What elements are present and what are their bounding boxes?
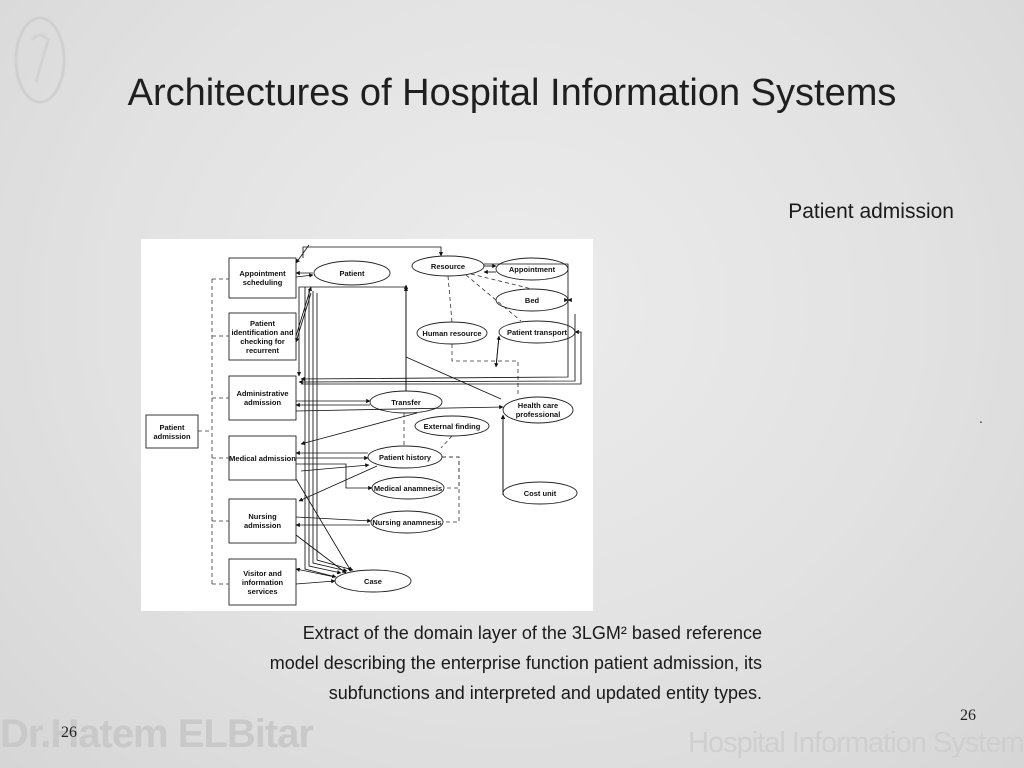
label-patient-transport: Patient transport: [506, 327, 567, 337]
watermark-author: Dr.Hatem ELBitar: [0, 712, 314, 756]
architecture-diagram: Appointment scheduling Patient identific…: [141, 239, 593, 611]
watermark-system: Hospital Information Systems: [688, 727, 1024, 759]
box-patient-identification: [228, 312, 297, 361]
label-resource: Resource: [430, 261, 466, 271]
label-external-finding: External finding: [423, 421, 481, 431]
label-line: Appointment: [239, 269, 286, 278]
box-appointment-scheduling: [228, 257, 297, 299]
ellipse-patient: [313, 260, 391, 286]
label-health-care-professional: Health care professional: [503, 400, 573, 420]
label-patient: Patient: [339, 268, 365, 278]
label-line: professional: [515, 410, 561, 419]
label-patient-admission: Patient admission: [146, 415, 198, 448]
caption-line: Extract of the domain layer of the 3LGM²…: [302, 623, 762, 643]
label-line: Visitor and: [243, 568, 282, 578]
page-number-left: 26: [61, 724, 77, 741]
label-administrative-admission: Administrative admission: [229, 376, 296, 420]
label-line: information: [241, 577, 284, 587]
label-line: checking for: [240, 336, 285, 346]
diagram-caption: Extract of the domain layer of the 3LGM²…: [100, 618, 762, 708]
slide-subtitle: Patient admission: [788, 200, 954, 223]
stray-dot: .: [979, 410, 983, 426]
label-cost-unit: Cost unit: [523, 488, 557, 498]
ellipse-health-care-professional: [502, 396, 574, 424]
label-case: Case: [364, 576, 382, 586]
label-line: recurrent: [246, 345, 279, 355]
caption-line: model describing the enterprise function…: [269, 653, 762, 673]
diagram-lines: [145, 244, 582, 606]
label-appointment: Appointment: [508, 264, 556, 274]
label-patient-identification: Patient identification and checking for …: [229, 313, 296, 360]
slide-title: Architectures of Hospital Information Sy…: [127, 72, 897, 114]
box-patient-admission: [145, 414, 199, 449]
label-visitor-information: Visitor and information services: [229, 559, 296, 605]
label-line: Medical admission: [229, 453, 296, 463]
label-line: admission: [243, 398, 282, 407]
caption-line: subfunctions and interpreted and updated…: [328, 683, 762, 703]
label-human-resource: Human resource: [422, 328, 482, 338]
label-nursing-anamnesis: Nursing anamnesis: [372, 517, 442, 527]
label-line: admission: [153, 431, 191, 441]
label-line: Health care: [517, 401, 559, 410]
label-appointment-scheduling: Appointment scheduling: [229, 258, 296, 298]
label-bed: Bed: [524, 295, 540, 305]
watermark-logo: [14, 16, 66, 104]
page-number-right: 26: [960, 707, 976, 724]
box-visitor-information: [228, 558, 297, 606]
label-line: services: [247, 586, 278, 596]
label-medical-anamnesis: Medical anamnesis: [373, 483, 443, 493]
label-line: Nursing admission: [243, 512, 282, 530]
label-transfer: Transfer: [391, 397, 421, 407]
label-line: Administrative: [236, 389, 289, 398]
label-line: Patient: [159, 422, 185, 432]
label-patient-history: Patient history: [378, 452, 432, 462]
label-line: identification and: [231, 327, 294, 337]
label-medical-admission: Medical admission: [229, 436, 296, 480]
label-line: Patient: [249, 318, 275, 328]
label-nursing-admission: Nursing admission: [229, 499, 296, 543]
label-line: scheduling: [242, 278, 283, 287]
